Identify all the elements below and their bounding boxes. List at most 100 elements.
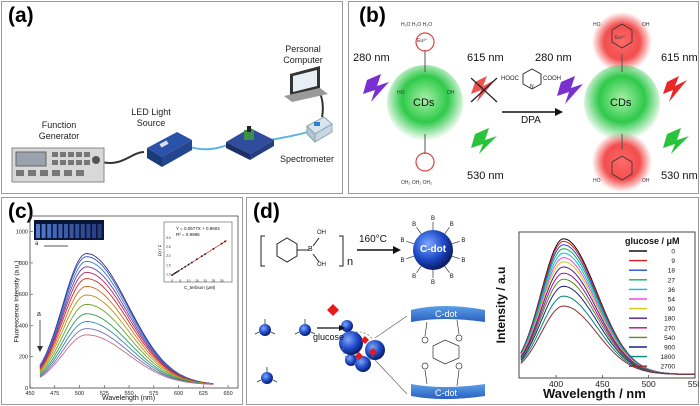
- inset-point: [200, 255, 203, 258]
- crosslinked-cdots: [339, 315, 408, 395]
- emission-green-label-left: 530 nm: [467, 170, 504, 182]
- dpa-hooc-label: HOOC: [501, 76, 519, 82]
- panel-d-label: (d): [253, 200, 280, 223]
- inset-point: [174, 272, 177, 274]
- boronic-bond: [444, 265, 450, 273]
- reaction-arrow-label: DPA: [521, 115, 541, 126]
- glucose-bridge-zoom: [411, 306, 485, 399]
- small-cdots: [254, 319, 357, 384]
- y-tick-label: 200: [19, 355, 28, 361]
- svg-text:N: N: [530, 84, 534, 90]
- inset-point: [212, 248, 215, 250]
- spectrometer-device: [306, 116, 333, 144]
- x-tick-label: 500: [642, 379, 656, 389]
- x-tick-label: 450: [595, 379, 609, 389]
- inset-ylabel: F0 / F: [157, 244, 163, 257]
- svg-text:H₂O H₂O H₂O: H₂O H₂O H₂O: [401, 22, 432, 28]
- cuvette: [41, 224, 46, 238]
- excitation-bolt-right: [557, 76, 583, 104]
- glucose-marker: [327, 304, 339, 316]
- cuvette: [97, 224, 102, 238]
- panel-a-label: (a): [8, 4, 34, 27]
- inset-x-tick-label: 0: [171, 279, 173, 283]
- computer-label: Personal Computer: [283, 44, 323, 65]
- legend-entry: 540: [664, 335, 675, 342]
- boron-atom-label: B: [450, 222, 454, 228]
- cd-label-right: CDs: [610, 97, 632, 109]
- spectrometer-label: Spectrometer: [280, 154, 335, 164]
- legend-entry: 180: [664, 316, 675, 323]
- boron-atom-label: B: [412, 222, 416, 228]
- inset-xlabel: C_terbium (μM): [184, 285, 216, 290]
- legend-entry: 9: [671, 258, 675, 265]
- cuvette: [64, 224, 68, 238]
- cdot-label-bottom: C-dot: [435, 388, 458, 398]
- y-tick-label: 0: [25, 386, 28, 392]
- spectrum-curve: [39, 303, 214, 385]
- spectrum-curve: [39, 328, 214, 385]
- legend-entry: 18: [668, 268, 676, 275]
- x-tick-label: 500: [75, 391, 84, 397]
- setup-illustration: [11, 66, 333, 183]
- europium-ion-label-right: Eu³⁺: [615, 35, 626, 41]
- boron-atom-label: B: [412, 274, 416, 280]
- cuvette: [52, 224, 57, 238]
- spectrum-curve: [39, 285, 214, 385]
- x-tick-label: 550: [124, 391, 133, 397]
- x-tick-label: 600: [174, 391, 183, 397]
- inset-x-tick-label: 20: [203, 279, 207, 283]
- glucose-spectrum-curve: [520, 305, 695, 375]
- inset-y-tick-label: 1.0: [166, 272, 171, 276]
- boronic-bond: [444, 227, 450, 235]
- chart-d-xlabel: Wavelength / nm: [543, 386, 646, 401]
- inset-point: [190, 261, 193, 264]
- inset-point: [171, 274, 173, 276]
- boronic-bond: [406, 241, 415, 245]
- x-tick-label: 650: [224, 391, 233, 397]
- boron-atom-label: B: [461, 238, 465, 244]
- x-tick-label: 575: [149, 391, 158, 397]
- cuvette: [47, 224, 52, 238]
- inset-x-tick-label: 25: [212, 279, 216, 283]
- x-tick-label: 450: [25, 391, 34, 397]
- cuvette: [86, 224, 91, 238]
- cuvette: [36, 224, 40, 238]
- inset-y-tick-label: 2.0: [166, 254, 171, 258]
- boron-atom-label: B: [461, 258, 465, 264]
- inset-point: [187, 263, 190, 266]
- legend-entry: 900: [664, 345, 675, 352]
- led-source-label: LED Light Source: [131, 107, 171, 128]
- panel-b-label: (b): [359, 4, 386, 27]
- inset-point: [224, 240, 226, 243]
- inset-x-tick-label: 30: [220, 279, 224, 283]
- svg-text:HO: HO: [397, 90, 405, 96]
- x-tick-label: 625: [199, 391, 208, 397]
- panel-a: (a): [1, 1, 343, 194]
- y-tick-label: 800: [19, 261, 28, 267]
- boron-atom-label: B: [401, 258, 405, 264]
- cuvette: [69, 224, 74, 238]
- dpa-structure: N: [522, 68, 542, 90]
- excitation-label-left: 280 nm: [353, 52, 390, 64]
- chart-c-ylabel: Fluorescence Intensity (a.u.): [13, 260, 21, 343]
- emission-green-label-right: 530 nm: [661, 170, 698, 182]
- inset-point: [176, 271, 178, 273]
- cuvette: [80, 224, 85, 238]
- boronic-b-label: B: [308, 246, 313, 253]
- excitation-label-right: 280 nm: [535, 52, 572, 64]
- function-generator-label: Function Generator: [38, 120, 80, 141]
- legend-title: glucose / μM: [625, 236, 680, 246]
- y-tick-label: 1000: [16, 230, 28, 236]
- inset-point: [195, 258, 198, 261]
- legend-entry: 270: [664, 325, 675, 332]
- svg-text:OH₂ OH₂ OH₂: OH₂ OH₂ OH₂: [401, 180, 432, 186]
- cuvette: [92, 224, 96, 238]
- boron-atom-label: B: [401, 238, 405, 244]
- emission-green-bolt-left: [471, 128, 497, 154]
- inset-x-tick-label: 5: [179, 279, 181, 283]
